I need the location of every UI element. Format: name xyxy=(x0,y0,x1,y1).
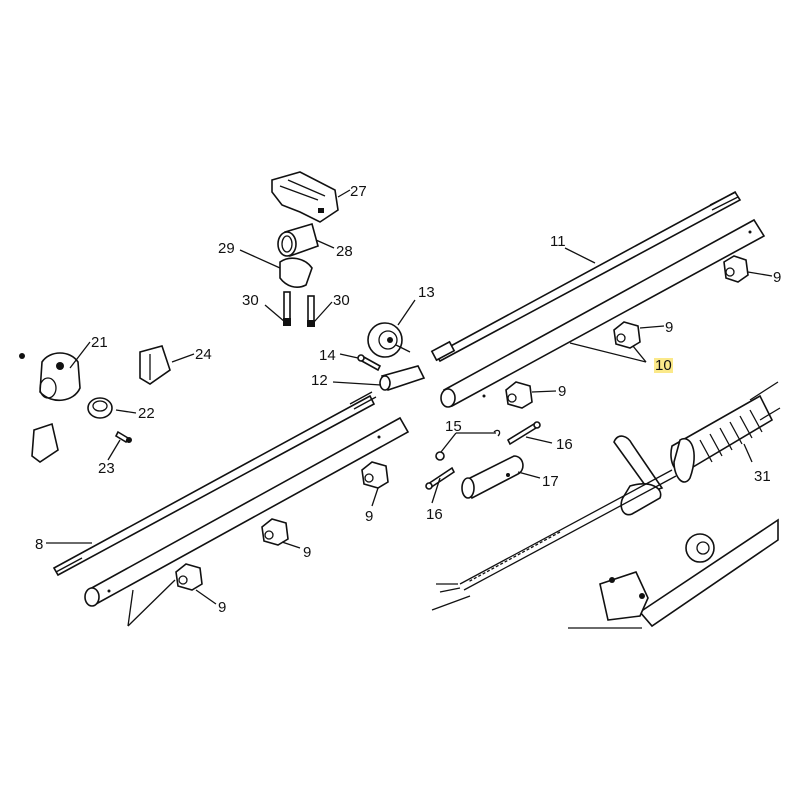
part-31-handle-assembly xyxy=(431,381,781,611)
callout-31: 31 xyxy=(754,468,771,485)
callout-30a: 30 xyxy=(242,292,259,309)
callout-16b: 16 xyxy=(426,506,443,523)
callout-9e: 9 xyxy=(303,544,312,561)
part-28-sleeve xyxy=(277,223,319,258)
callout-10-highlighted: 10 xyxy=(654,357,673,374)
callout-22: 22 xyxy=(138,405,155,422)
callout-9c: 9 xyxy=(558,383,567,400)
part-30-screws xyxy=(283,291,315,327)
callout-23: 23 xyxy=(98,460,115,477)
callout-24: 24 xyxy=(195,346,212,363)
callout-13: 13 xyxy=(418,284,435,301)
part-12-adapter xyxy=(379,365,426,391)
callout-30b: 30 xyxy=(333,292,350,309)
part-15-clip xyxy=(435,429,501,461)
callout-8: 8 xyxy=(35,536,44,553)
part-16-pin-a xyxy=(506,421,541,446)
part-9-nut-a xyxy=(723,255,749,283)
part-10-tube-lower xyxy=(84,416,410,607)
callout-9f: 9 xyxy=(218,599,227,616)
callout-12: 12 xyxy=(311,372,328,389)
part-clamp-left-edge xyxy=(19,353,59,463)
part-29-clamp xyxy=(279,257,313,288)
part-10-tube-upper xyxy=(440,218,766,408)
part-23-screw xyxy=(114,430,132,444)
part-16-pin-b xyxy=(425,466,456,490)
part-9-nut-c xyxy=(505,381,533,409)
callout-9a: 9 xyxy=(773,269,782,286)
callout-9b: 9 xyxy=(665,319,674,336)
callout-9d: 9 xyxy=(365,508,374,525)
part-9-nut-d xyxy=(361,461,389,489)
part-24-clamp xyxy=(139,345,171,385)
part-13-coupling xyxy=(367,322,411,358)
callout-11: 11 xyxy=(550,233,566,250)
part-lower-right-assembly xyxy=(568,518,779,629)
callout-16a: 16 xyxy=(556,436,573,453)
part-14-bolt xyxy=(357,354,382,372)
part-9-nut-f xyxy=(175,563,203,591)
part-27-bracket xyxy=(271,171,339,223)
part-17-sleeve-housing xyxy=(461,455,524,500)
part-22-ring xyxy=(87,397,113,419)
callout-27: 27 xyxy=(350,183,367,200)
callout-15: 15 xyxy=(445,418,462,435)
part-8-drive-shaft-lower xyxy=(52,391,377,577)
part-11-drive-shaft xyxy=(430,190,742,363)
part-9-nut-b xyxy=(613,321,641,349)
part-21-clamp xyxy=(39,352,81,401)
callout-21: 21 xyxy=(91,334,108,351)
callout-17: 17 xyxy=(542,473,559,490)
part-9-nut-e xyxy=(261,518,289,546)
callout-29: 29 xyxy=(218,240,235,257)
callout-14: 14 xyxy=(319,347,336,364)
callout-28: 28 xyxy=(336,243,353,260)
